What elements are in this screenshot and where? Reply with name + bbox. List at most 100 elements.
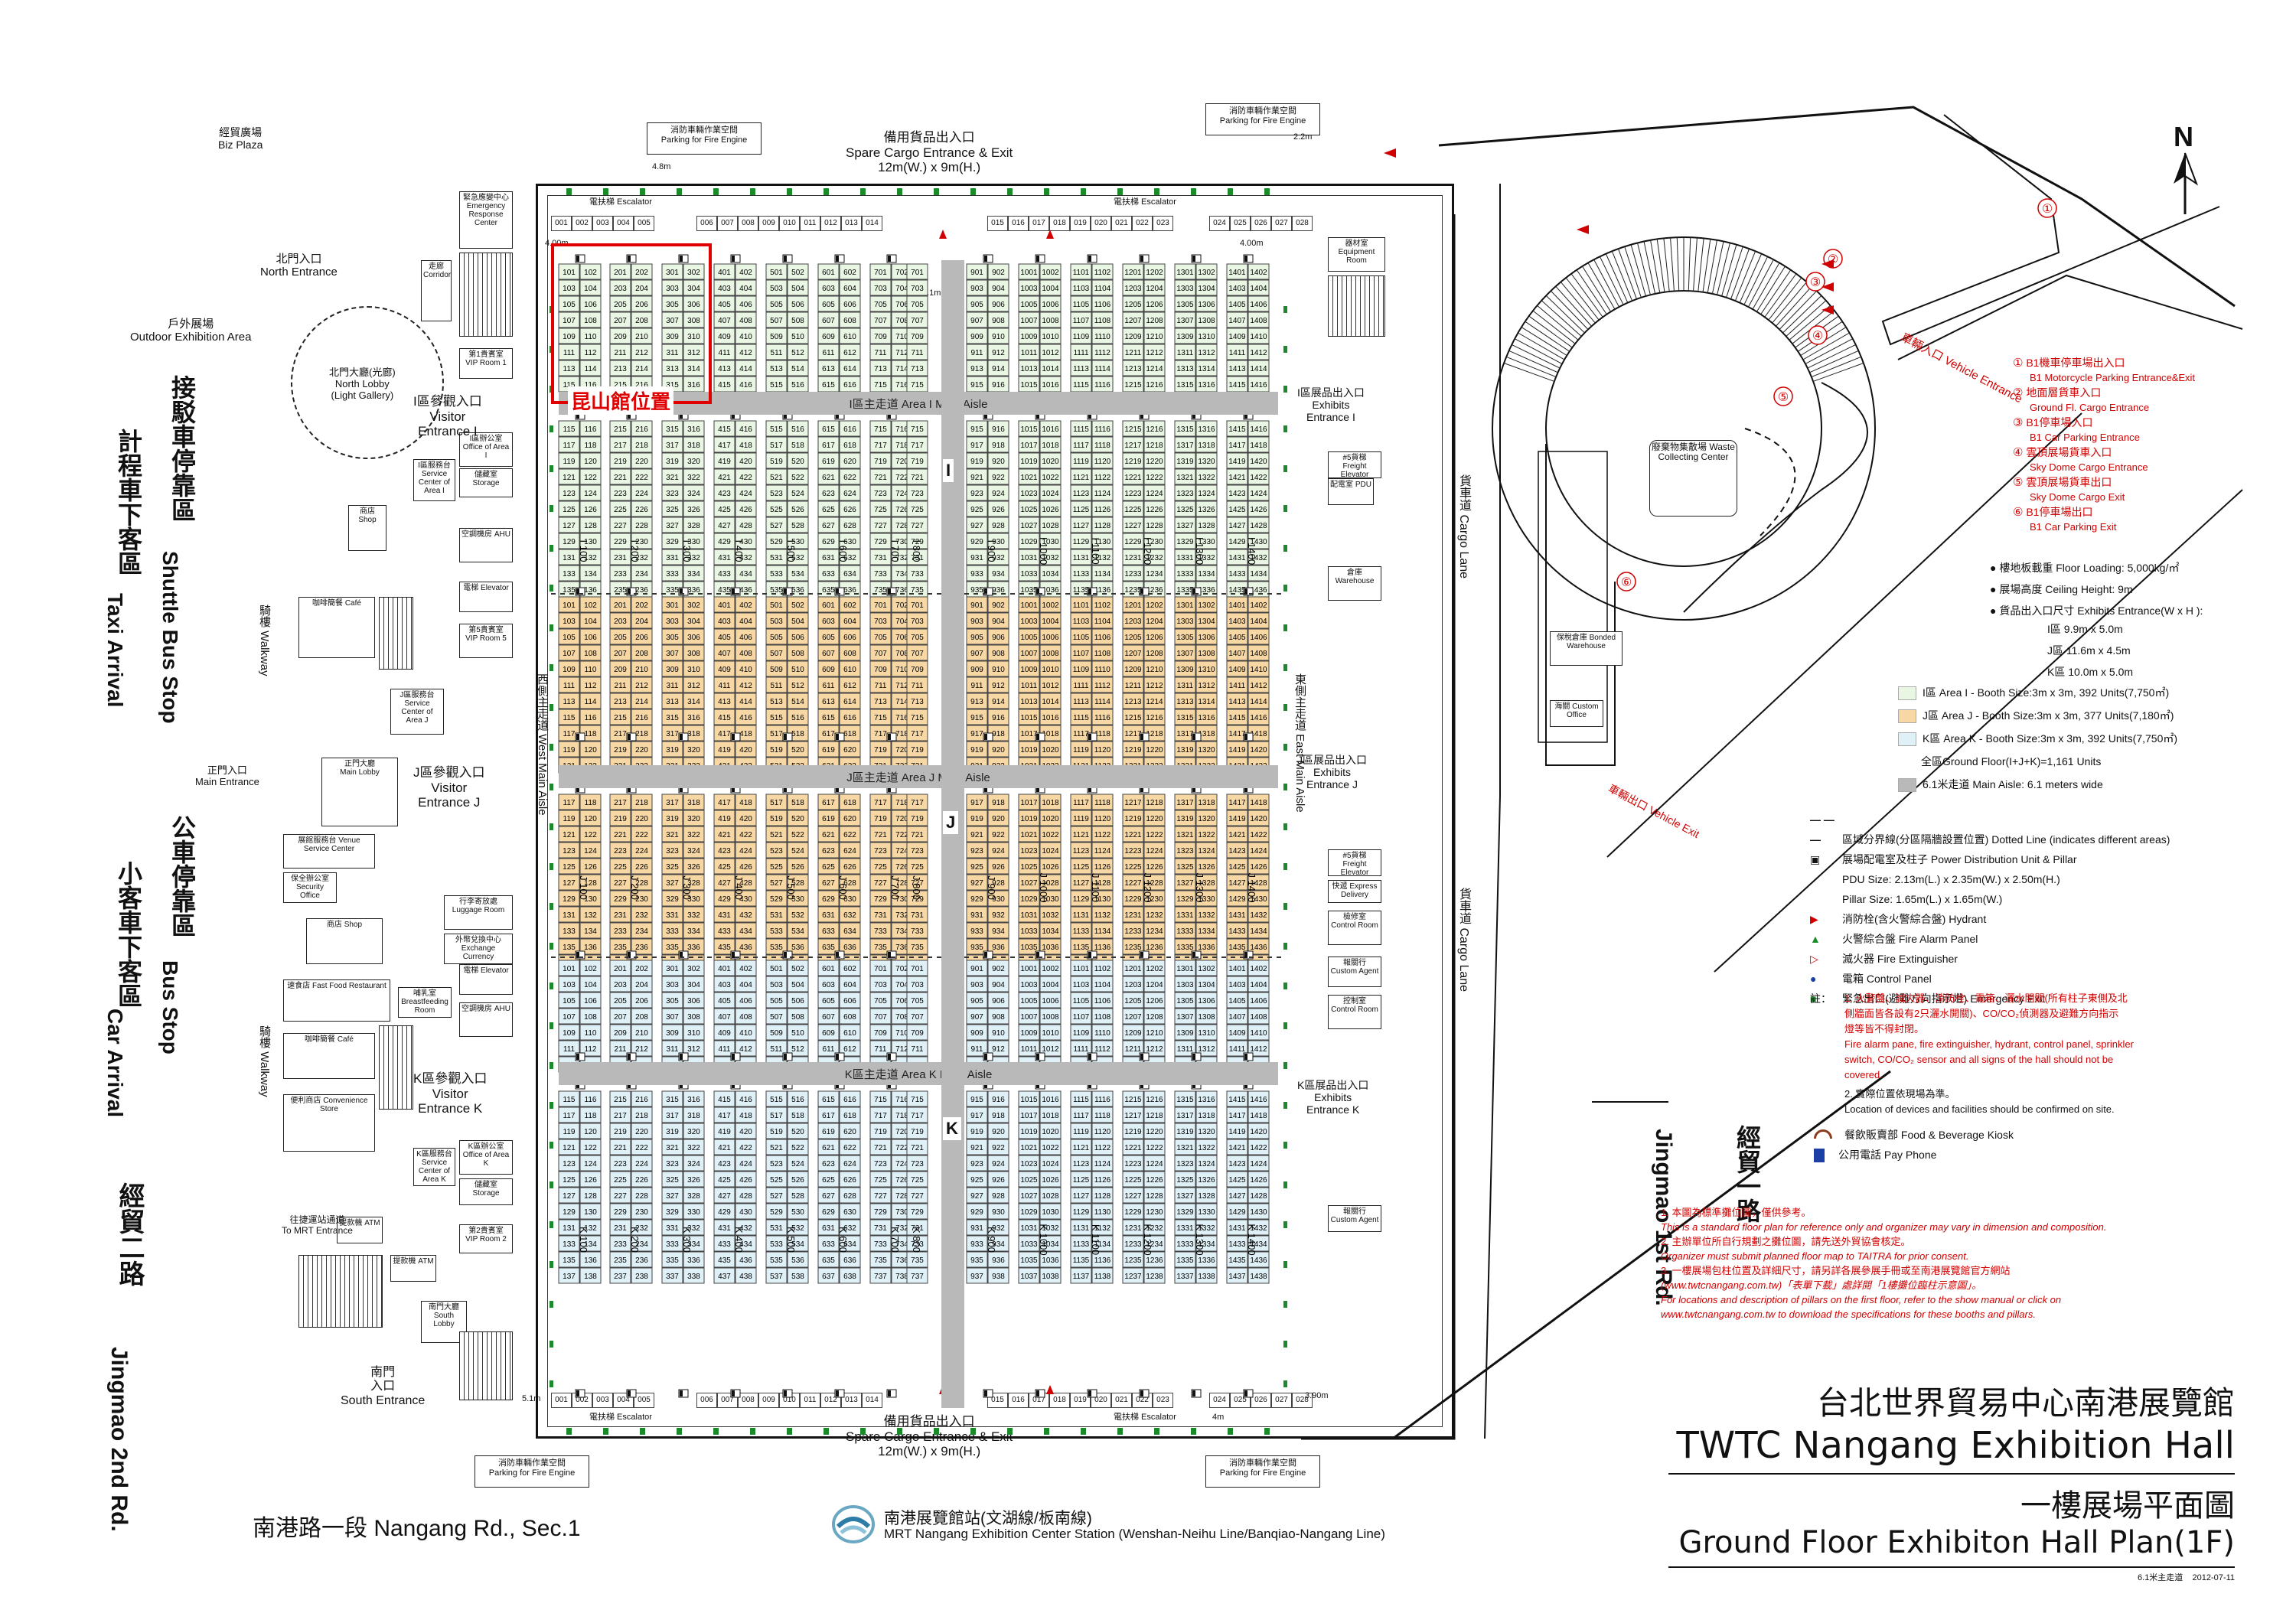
booth-i[interactable] [817,295,840,312]
booth-i[interactable] [765,263,788,280]
booth-label[interactable]: 1206 [1146,301,1163,309]
booth-i[interactable] [735,295,757,312]
booth-label[interactable]: 915 [970,381,983,389]
booth-label[interactable]: 204 [635,285,648,293]
booth-label[interactable]: 513 [770,365,783,373]
booth-i[interactable] [1039,263,1062,280]
booth-i[interactable] [966,328,988,344]
booth-i2[interactable] [579,533,602,549]
booth-label[interactable]: 606 [843,301,856,309]
booth-label[interactable]: 1103 [1073,285,1090,293]
booth-label[interactable]: 202 [635,269,648,277]
booth-i[interactable] [1018,328,1040,344]
booth-i[interactable] [1091,295,1114,312]
booth-i[interactable] [631,360,653,376]
booth-i[interactable] [1143,263,1166,280]
strip-booth[interactable]: 028 [1292,216,1313,231]
booth-label[interactable]: 211 [615,349,627,357]
booth-i[interactable] [1070,263,1092,280]
booth-label[interactable]: 1207 [1124,317,1142,325]
booth-i[interactable] [713,344,735,360]
booth-label[interactable]: 1204 [1146,285,1163,293]
booth-i[interactable] [839,328,861,344]
booth-label[interactable]: 102 [584,269,597,277]
booth-i[interactable] [1195,328,1218,344]
booth-i[interactable] [735,344,757,360]
booth-i[interactable] [906,311,928,328]
booth-i[interactable] [1174,295,1196,312]
strip-booth[interactable]: 021 [1111,216,1132,231]
booth-i[interactable] [966,263,988,280]
booth-i2[interactable] [579,500,602,517]
booth-i[interactable] [558,295,580,312]
booth-i[interactable] [987,344,1009,360]
booth-label[interactable]: 115 [563,425,576,434]
booth-label[interactable]: 909 [970,333,983,341]
booth-i[interactable] [787,344,809,360]
booth-label[interactable]: 131 [563,554,576,562]
booth-label[interactable]: 611 [823,349,835,357]
strip-booth[interactable]: 019 [1070,1393,1091,1408]
booth-label[interactable]: 614 [843,365,856,373]
booth-i[interactable] [661,344,683,360]
booth-label[interactable]: 1202 [1146,269,1163,277]
booth-label[interactable]: 1310 [1198,333,1215,341]
booth-label[interactable]: 503 [770,285,783,293]
booth-i[interactable] [683,328,705,344]
booth-i[interactable] [1174,311,1196,328]
booth-label[interactable]: 1211 [1125,349,1142,357]
booth-i[interactable] [817,311,840,328]
strip-booth[interactable]: 018 [1049,216,1070,231]
booth-i[interactable] [661,263,683,280]
strip-booth[interactable]: 014 [862,1393,882,1408]
booth-label[interactable]: 1304 [1198,285,1215,293]
strip-booth[interactable]: 004 [613,1393,634,1408]
booth-i[interactable] [1091,263,1114,280]
booth-label[interactable]: 1404 [1250,285,1267,293]
booth-i[interactable] [765,279,788,296]
booth-label[interactable]: 903 [970,285,983,293]
booth-label[interactable]: 515 [770,381,783,389]
booth-i[interactable] [765,311,788,328]
booth-label[interactable]: 205 [614,301,627,309]
booth-label[interactable]: 303 [666,285,679,293]
booth-label[interactable]: 706 [895,301,908,309]
booth-label[interactable]: 120 [584,458,597,466]
booth-i2[interactable] [558,500,580,517]
booth-i[interactable] [1247,344,1270,360]
strip-booth[interactable]: 011 [800,216,820,231]
booth-i[interactable] [787,279,809,296]
strip-booth[interactable]: 001 [551,216,572,231]
booth-label[interactable]: 1109 [1073,333,1090,341]
booth-label[interactable]: 1402 [1250,269,1267,277]
booth-label[interactable]: 216 [635,381,648,389]
strip-booth[interactable]: 009 [758,216,779,231]
booth-label[interactable]: 1314 [1198,365,1215,373]
booth-label[interactable]: 104 [584,285,597,293]
booth-i[interactable] [839,263,861,280]
booth-label[interactable]: 1408 [1250,317,1267,325]
booth-label[interactable]: 901 [970,269,983,277]
booth-label[interactable]: 1414 [1250,365,1267,373]
booth-i[interactable] [579,344,602,360]
booth-i[interactable] [1091,360,1114,376]
booth-label[interactable]: 212 [635,349,648,357]
strip-booth[interactable]: 012 [820,216,841,231]
booth-label[interactable]: 902 [992,269,1005,277]
booth-label[interactable]: 1415 [1228,381,1246,389]
booth-label[interactable]: 1012 [1042,349,1059,357]
strip-booth[interactable]: 022 [1132,216,1153,231]
booth-label[interactable]: 502 [791,269,804,277]
booth-i[interactable] [869,279,892,296]
booth-label[interactable]: 409 [718,333,731,341]
booth-i2[interactable] [579,420,602,437]
strip-booth[interactable]: 020 [1091,216,1111,231]
booth-i[interactable] [787,295,809,312]
booth-label[interactable]: 914 [992,365,1005,373]
booth-label[interactable]: 1014 [1042,365,1059,373]
booth-i[interactable] [558,263,580,280]
booth-label[interactable]: 716 [895,381,908,389]
booth-label[interactable]: 1003 [1020,285,1038,293]
booth-label[interactable]: 1005 [1020,301,1038,309]
booth-i[interactable] [683,344,705,360]
